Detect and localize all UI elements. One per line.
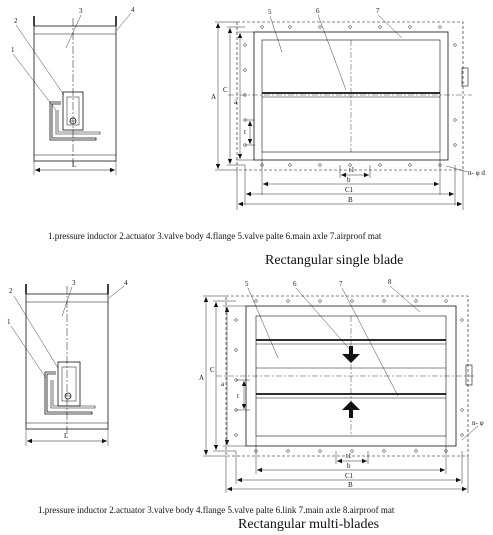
single-part-5: 5	[268, 8, 272, 16]
multi-part-5: 5	[245, 280, 249, 288]
single-part-7: 7	[376, 7, 380, 15]
single-title: Rectangular single blade	[265, 253, 404, 268]
multi-part-6: 6	[293, 280, 297, 288]
single-callout-4: 4	[131, 6, 135, 14]
multi-dim-a-label: a	[221, 380, 225, 388]
multi-dim-t1-label: t1	[346, 452, 352, 460]
multi-title: Rectangular multi-blades	[238, 517, 380, 532]
single-dim-A-label: A	[211, 93, 216, 101]
multi-actuator-box	[57, 361, 81, 407]
single-dim-C-label: C	[223, 86, 228, 94]
multi-dim-nd-label: n- φ	[472, 419, 484, 427]
single-callout-1: 1	[11, 46, 15, 54]
single-front-view	[215, 14, 472, 210]
single-dim-B-label: B	[348, 196, 353, 204]
single-dim-L-label: L	[72, 161, 76, 169]
multi-pressure-inductor-tube	[44, 371, 93, 415]
single-part-6: 6	[316, 7, 320, 15]
multi-dim-b-label: b	[347, 462, 351, 470]
multi-dim-A-label: A	[199, 374, 204, 382]
multi-dim-t-label: t	[237, 392, 239, 400]
multi-callouts: 2 3 4 1 L	[7, 279, 128, 440]
multi-dim-C-label: C	[210, 366, 215, 374]
single-dim-t-label: t	[244, 128, 246, 136]
multi-dim-L-label: L	[64, 432, 68, 440]
single-callouts: 1 2 3 4 L	[11, 6, 135, 169]
single-front-labels: 5 6 7 A C a t t1 b C1 B n- φ d	[211, 7, 485, 204]
multi-part-8: 8	[388, 278, 392, 286]
single-valve-body	[33, 25, 117, 162]
multi-outer-flange	[225, 295, 469, 457]
multi-callout-3: 3	[72, 279, 76, 287]
single-dim-b-label: b	[347, 176, 351, 184]
multi-legend: 1.pressure inductor 2.actuator 3.valve b…	[38, 505, 395, 515]
multi-axle-end	[465, 364, 473, 386]
single-bolt-holes	[243, 25, 457, 167]
single-outer-flange	[236, 21, 464, 171]
multi-dim-C1-label: C1	[345, 472, 354, 480]
multi-link-lower	[342, 401, 360, 410]
single-frame	[253, 31, 449, 161]
multi-front-view	[203, 285, 479, 493]
single-dim-C1-label: C1	[345, 186, 354, 194]
single-dim-t1-label: t1	[349, 166, 355, 174]
multi-callout-4: 4	[124, 279, 128, 287]
single-dim-nd-label: n- φ d	[468, 169, 485, 177]
multi-part-7: 7	[339, 280, 343, 288]
multi-side-view	[10, 284, 125, 446]
single-axle-end	[461, 67, 469, 87]
multi-callout-2: 2	[9, 287, 13, 295]
multi-link-upper	[342, 354, 360, 363]
single-callout-3: 3	[79, 7, 83, 15]
single-callout-2: 2	[14, 17, 18, 25]
single-legend: 1.pressure inductor 2.actuator 3.valve b…	[48, 231, 382, 241]
single-dim-a-label: a	[234, 98, 238, 106]
multi-dim-B-label: B	[348, 481, 353, 489]
single-side-view	[12, 12, 132, 175]
single-actuator-box	[62, 91, 84, 131]
multi-front-labels: 5 6 7 8 A C a t t1 b C1 B n- φ	[199, 278, 484, 489]
multi-callout-1: 1	[7, 318, 11, 326]
single-pressure-inductor-tube	[49, 101, 97, 141]
